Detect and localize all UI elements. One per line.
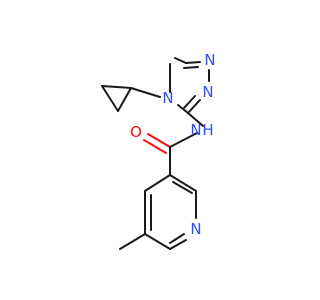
bond-nh-cco: [169, 132, 198, 148]
bond-cp-c: [101, 85, 119, 112]
atom-n-amide-label: N: [190, 121, 201, 139]
bond-n2-c3-inner: [183, 95, 196, 109]
atom-n2-label: N: [202, 83, 213, 101]
bond-c3-n4: [177, 104, 189, 114]
atom-o-label: O: [130, 123, 142, 141]
triazole-ring: [169, 57, 210, 114]
bond-n2-c3-outer: [187, 99, 201, 114]
bond-pyr-3-inner: [169, 233, 185, 244]
bond-n4-c5: [174, 57, 187, 64]
bond-co-inner: [143, 139, 167, 154]
bond-cp-a: [101, 85, 132, 89]
atom-n1-label: N: [204, 51, 215, 69]
atom-n4-label: N: [162, 89, 173, 107]
pyridine-ring: [144, 174, 197, 250]
bond-n4-cp: [130, 87, 161, 98]
atom-labels: N N N N H O N: [130, 51, 216, 238]
bond-co-outer: [147, 133, 171, 148]
bond-pyr-3: [169, 239, 187, 250]
cyclopropyl-group: [101, 85, 161, 112]
amide-linkage: [143, 112, 204, 176]
bond-cp-b: [117, 87, 132, 112]
bond-c5-n1-inner: [183, 66, 199, 69]
atom-h-amide-label: H: [202, 121, 213, 139]
bond-pyr-1: [169, 174, 197, 192]
molecule-structure: N N N N H O N: [101, 51, 216, 250]
atom-n-pyridine-label: N: [190, 220, 201, 238]
bond-pyr-1-inner: [172, 181, 193, 194]
methyl-group: [119, 233, 146, 250]
bond-pyr-4: [144, 233, 171, 250]
bond-pyr-6: [144, 174, 171, 192]
bond-c3-nh: [187, 112, 204, 127]
bond-c5-n1-outer: [185, 61, 201, 64]
bond-methyl: [119, 233, 146, 250]
